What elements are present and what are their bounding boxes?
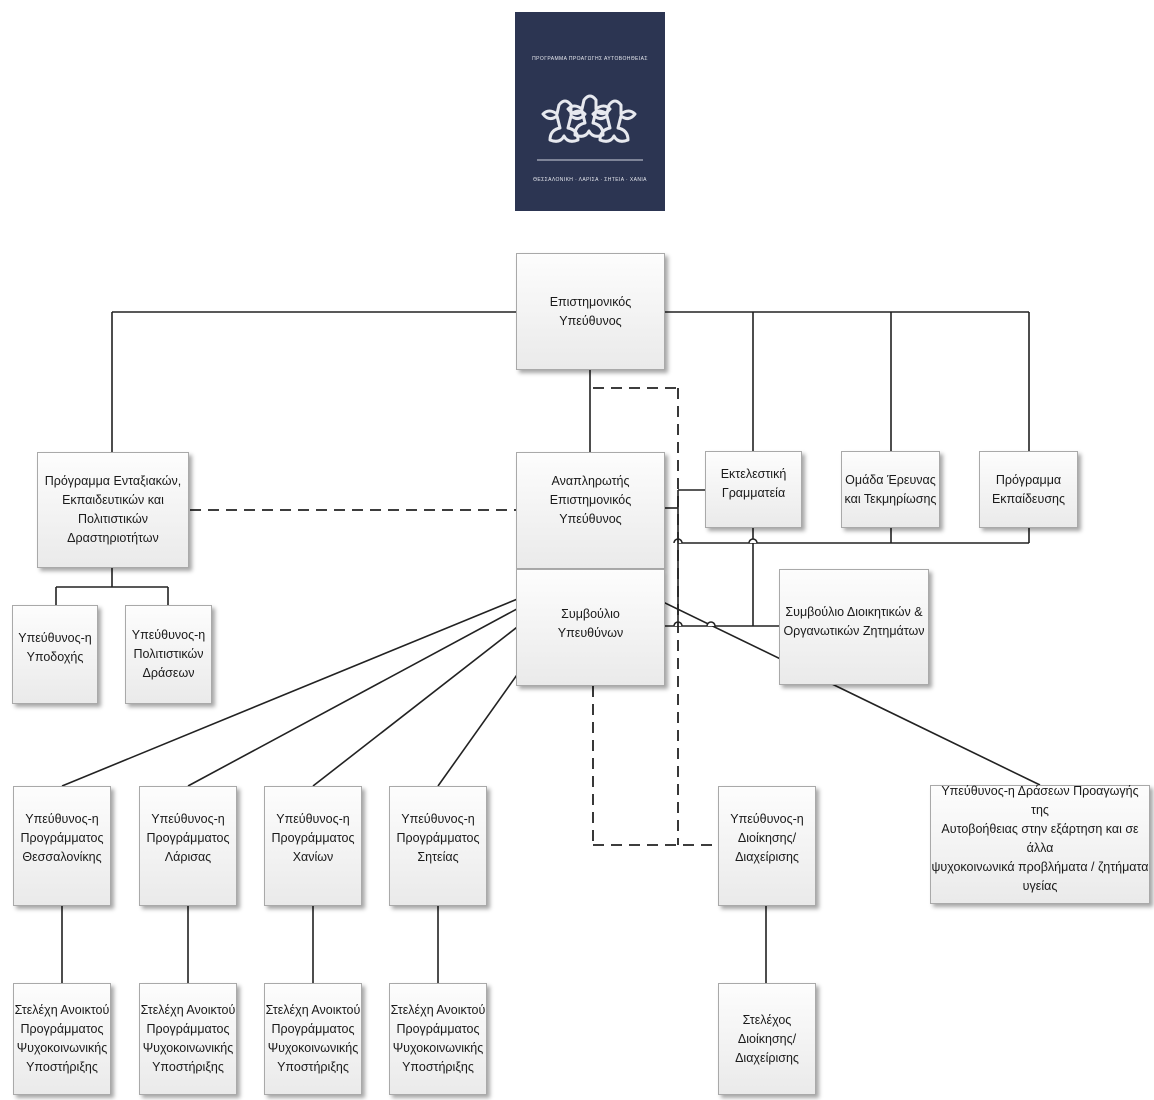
- node-label: Στελέχη Ανοικτού Προγράμματος Ψυχοκοινων…: [14, 1003, 110, 1074]
- node-label: Υπεύθυνος-η Προγράμματος Λάρισας: [146, 811, 230, 864]
- node-thessaloniki-manager: Υπεύθυνος-η Προγράμματος Θεσσαλονίκης: [13, 786, 111, 906]
- node-administration-manager: Υπεύθυνος-η Διοίκησης/ Διαχείρισης: [718, 786, 816, 906]
- three-people-puzzle-icon: [537, 94, 643, 161]
- node-label: Υπεύθυνος-η Διοίκησης/ Διαχείρισης: [730, 811, 804, 864]
- node-label: Ομάδα Έρευνας και Τεκμηρίωσης: [844, 472, 937, 506]
- node-larisa-manager: Υπεύθυνος-η Προγράμματος Λάρισας: [139, 786, 237, 906]
- node-scientific-director: Επιστημονικός Υπεύθυνος: [516, 253, 665, 370]
- node-label: Υπεύθυνος-η Δράσεων Προαγωγής της Αυτοβο…: [931, 783, 1149, 893]
- node-staff-administration: Στελέχος Διοίκησης/ Διαχείρισης: [718, 983, 816, 1095]
- node-label: Αναπληρωτής Επιστημονικός Υπεύθυνος: [549, 474, 632, 526]
- node-label: Υπεύθυνος-η Υποδοχής: [18, 630, 92, 664]
- node-council: Συμβούλιο Υπευθύνων: [516, 569, 665, 686]
- node-label: Υπεύθυνος-η Προγράμματος Χανίων: [271, 811, 355, 864]
- node-label: Συμβούλιο Υπευθύνων: [557, 606, 624, 640]
- node-training-program: Πρόγραμμα Εκπαίδευσης: [979, 451, 1078, 528]
- node-executive-secretariat: Εκτελεστική Γραμματεία: [705, 451, 802, 528]
- node-label: Υπεύθυνος-η Πολιτιστικών Δράσεων: [131, 628, 206, 680]
- node-label: Στελέχη Ανοικτού Προγράμματος Ψυχοκοινων…: [140, 1003, 236, 1074]
- node-staff-chania: Στελέχη Ανοικτού Προγράμματος Ψυχοκοινων…: [264, 983, 362, 1095]
- node-selfhelp-manager: Υπεύθυνος-η Δράσεων Προαγωγής της Αυτοβο…: [930, 783, 1150, 904]
- node-label: Επιστημονικός Υπεύθυνος: [549, 294, 632, 328]
- node-cultural-manager: Υπεύθυνος-η Πολιτιστικών Δράσεων: [125, 605, 212, 704]
- node-label: Στελέχος Διοίκησης/ Διαχείρισης: [735, 1012, 799, 1065]
- node-staff-siteia: Στελέχη Ανοικτού Προγράμματος Ψυχοκοινων…: [389, 983, 487, 1095]
- logo-bottom-text: ΘΕΣΣΑΛΟΝΙΚΗ · ΛΑΡΙΣΑ · ΣΗΤΕΙΑ · ΧΑΝΙΑ: [533, 177, 647, 183]
- node-research-team: Ομάδα Έρευνας και Τεκμηρίωσης: [841, 451, 940, 528]
- node-label: Στελέχη Ανοικτού Προγράμματος Ψυχοκοινων…: [390, 1003, 486, 1074]
- node-admin-council: Συμβούλιο Διοικητικών & Οργανωτικών Ζητη…: [779, 569, 929, 685]
- node-label: Πρόγραμμα Ενταξιακών, Εκπαιδευτικών και …: [44, 474, 182, 545]
- node-integration-program: Πρόγραμμα Ενταξιακών, Εκπαιδευτικών και …: [37, 452, 189, 568]
- node-staff-larisa: Στελέχη Ανοικτού Προγράμματος Ψυχοκοινων…: [139, 983, 237, 1095]
- node-label: Πρόγραμμα Εκπαίδευσης: [991, 472, 1066, 506]
- node-staff-thessaloniki: Στελέχη Ανοικτού Προγράμματος Ψυχοκοινων…: [13, 983, 111, 1095]
- logo-top-text: ΠΡΟΓΡΑΜΜΑ ΠΡΟΑΓΩΓΗΣ ΑΥΤΟΒΟΗΘΕΙΑΣ: [532, 56, 648, 62]
- node-label: Στελέχη Ανοικτού Προγράμματος Ψυχοκοινων…: [265, 1003, 361, 1074]
- node-deputy-director: Αναπληρωτής Επιστημονικός Υπεύθυνος: [516, 452, 665, 569]
- node-label: Υπεύθυνος-η Προγράμματος Σητείας: [396, 811, 480, 864]
- node-chania-manager: Υπεύθυνος-η Προγράμματος Χανίων: [264, 786, 362, 906]
- node-label: Υπεύθυνος-η Προγράμματος Θεσσαλονίκης: [20, 811, 104, 864]
- program-logo: ΠΡΟΓΡΑΜΜΑ ΠΡΟΑΓΩΓΗΣ ΑΥΤΟΒΟΗΘΕΙΑΣ ΘΕΣΣΑΛΟ…: [515, 12, 665, 211]
- node-label: Εκτελεστική Γραμματεία: [720, 466, 787, 500]
- node-reception-manager: Υπεύθυνος-η Υποδοχής: [12, 605, 98, 704]
- node-label: Συμβούλιο Διοικητικών & Οργανωτικών Ζητη…: [783, 605, 925, 638]
- node-siteia-manager: Υπεύθυνος-η Προγράμματος Σητείας: [389, 786, 487, 906]
